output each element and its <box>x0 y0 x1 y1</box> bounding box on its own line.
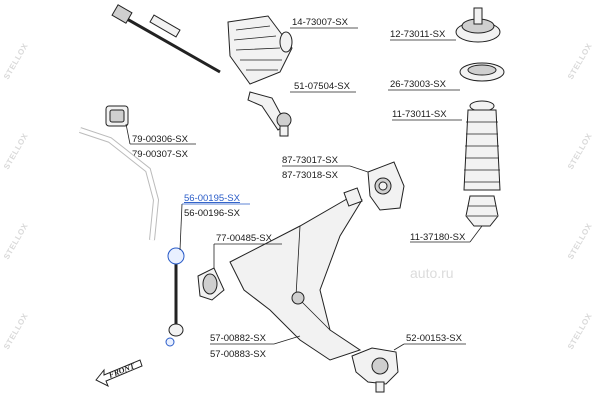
stabilizer-bar-part <box>79 128 159 241</box>
front-label: FRONT <box>106 361 136 380</box>
leader-line <box>393 343 405 351</box>
part-label-14-73007-SX: 14-73007-SX <box>292 17 349 28</box>
ball-joint-part <box>351 347 399 393</box>
watermark-text: STELLOX <box>566 221 594 261</box>
brand-watermark: auto.ru <box>410 265 454 281</box>
part-label-79-00306-SX: 79-00306-SX <box>132 134 189 145</box>
watermark-text: STELLOX <box>2 41 30 81</box>
part-label-12-73011-SX: 12-73011-SX <box>390 29 446 40</box>
part-label-56-00195-SX[interactable]: 56-00195-SX <box>184 193 241 204</box>
shock-boot-part <box>463 100 501 191</box>
watermark-text: STELLOX <box>2 221 30 261</box>
part-label-52-00153-SX: 52-00153-SX <box>406 333 463 344</box>
stabilizer-bushing-part <box>105 105 129 127</box>
control-arm-part <box>229 187 363 361</box>
part-label-11-73011-SX: 11-73011-SX <box>392 109 447 120</box>
front-arrow-icon <box>95 359 143 388</box>
leader-line <box>469 225 483 243</box>
part-label-79-00307-SX: 79-00307-SX <box>132 149 189 160</box>
leader-line <box>273 335 301 345</box>
part-label-57-00883-SX: 57-00883-SX <box>210 349 267 360</box>
part-label-26-73003-SX: 26-73003-SX <box>390 79 447 90</box>
bearing-part <box>459 62 505 82</box>
strut-mount-part <box>455 7 501 43</box>
watermark-text: STELLOX <box>566 41 594 81</box>
bump-stop-part <box>465 195 499 227</box>
part-label-56-00196-SX: 56-00196-SX <box>184 208 241 219</box>
leader-line <box>349 165 369 173</box>
watermark-text: STELLOX <box>2 131 30 171</box>
watermark-text: STELLOX <box>566 311 594 351</box>
arm-bushing-part <box>367 161 405 211</box>
watermark-right-column: STELLOX STELLOX STELLOX STELLOX <box>566 41 594 351</box>
part-label-57-00882-SX: 57-00882-SX <box>210 333 267 344</box>
tie-rod-end-part <box>247 91 292 137</box>
part-label-51-07504-SX: 51-07504-SX <box>294 81 351 92</box>
watermark-text: STELLOX <box>2 311 30 351</box>
stabilizer-link-part <box>165 247 185 347</box>
lower-arm-bushing-part <box>197 267 225 301</box>
part-label-87-73017-SX: 87-73017-SX <box>282 155 339 166</box>
part-label-87-73018-SX: 87-73018-SX <box>282 170 339 181</box>
leader-line <box>179 203 183 251</box>
watermark-text: STELLOX <box>566 131 594 171</box>
part-label-77-00485-SX: 77-00485-SX <box>216 233 273 244</box>
leader-line <box>125 123 131 145</box>
front-direction-indicator: FRONT <box>95 359 143 388</box>
steering-boot-part <box>227 15 293 85</box>
watermark-left-column: STELLOX STELLOX STELLOX STELLOX <box>2 41 30 351</box>
part-label-11-37180-SX: 11-37180-SX <box>410 232 466 243</box>
tie-rod-part <box>111 4 221 74</box>
